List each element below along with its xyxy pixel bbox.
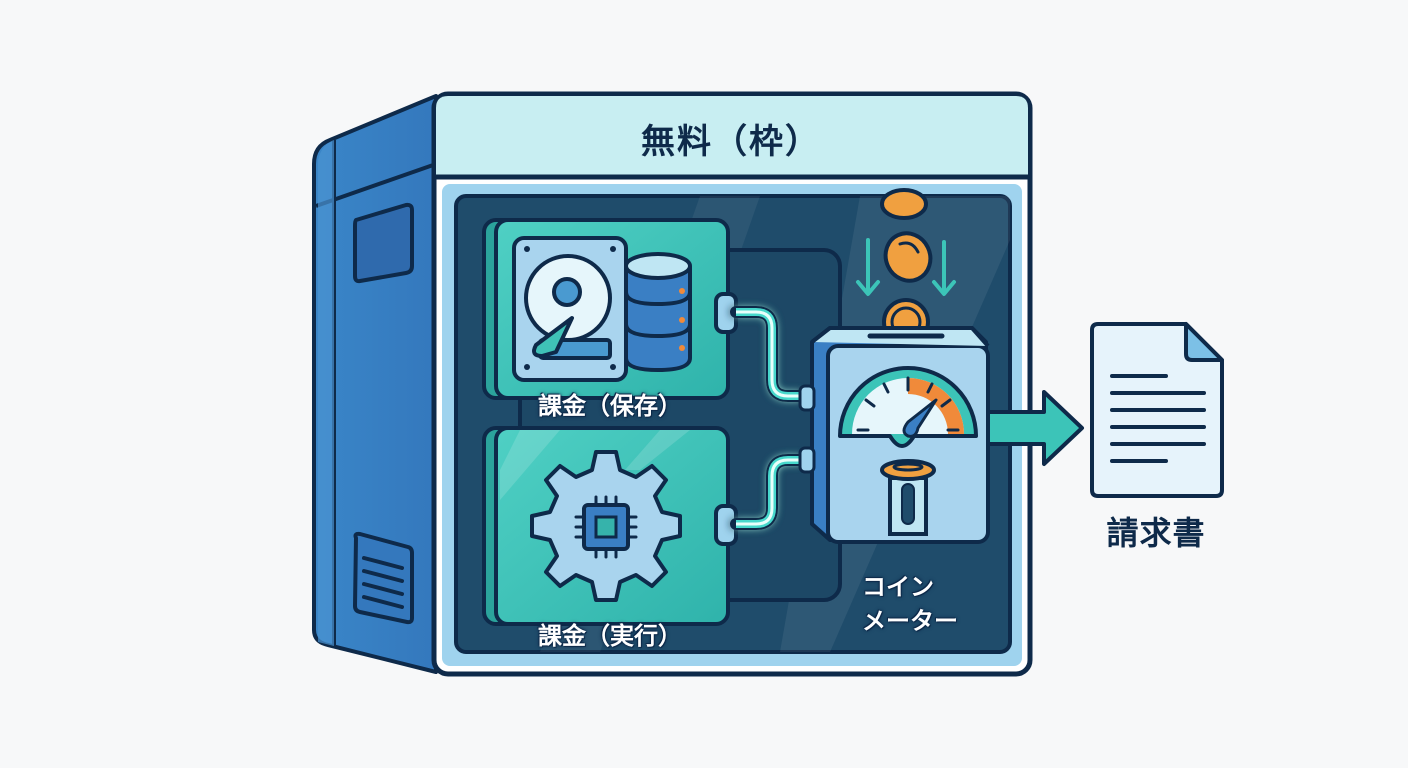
storage-panel-label: 課金（保存）: [538, 392, 682, 420]
invoice-label: 請求書: [1106, 514, 1206, 552]
document-icon: [1090, 322, 1224, 498]
output-arrow-icon: [986, 390, 1084, 466]
coin-meter-label-line1: コイン: [862, 573, 934, 601]
storage-panel: [482, 218, 738, 400]
gauge-icon: [838, 366, 978, 448]
database-icon: [624, 252, 692, 373]
hard-disk-icon: [512, 236, 628, 382]
cpu-chip-icon: [574, 495, 638, 559]
vent-icon: [353, 531, 414, 625]
coin-meter-label: コイン メーター: [862, 570, 958, 638]
coin-meter-label-line2: メーター: [862, 607, 958, 635]
coin-meter: [798, 188, 990, 544]
diagram-title: 無料（枠）: [641, 121, 821, 162]
execution-panel: [482, 426, 738, 626]
cabinet-side: [312, 94, 438, 674]
down-arrow-icon: [856, 238, 956, 296]
connection-pipes: [730, 306, 806, 530]
execution-panel-label: 課金（実行）: [538, 622, 682, 650]
